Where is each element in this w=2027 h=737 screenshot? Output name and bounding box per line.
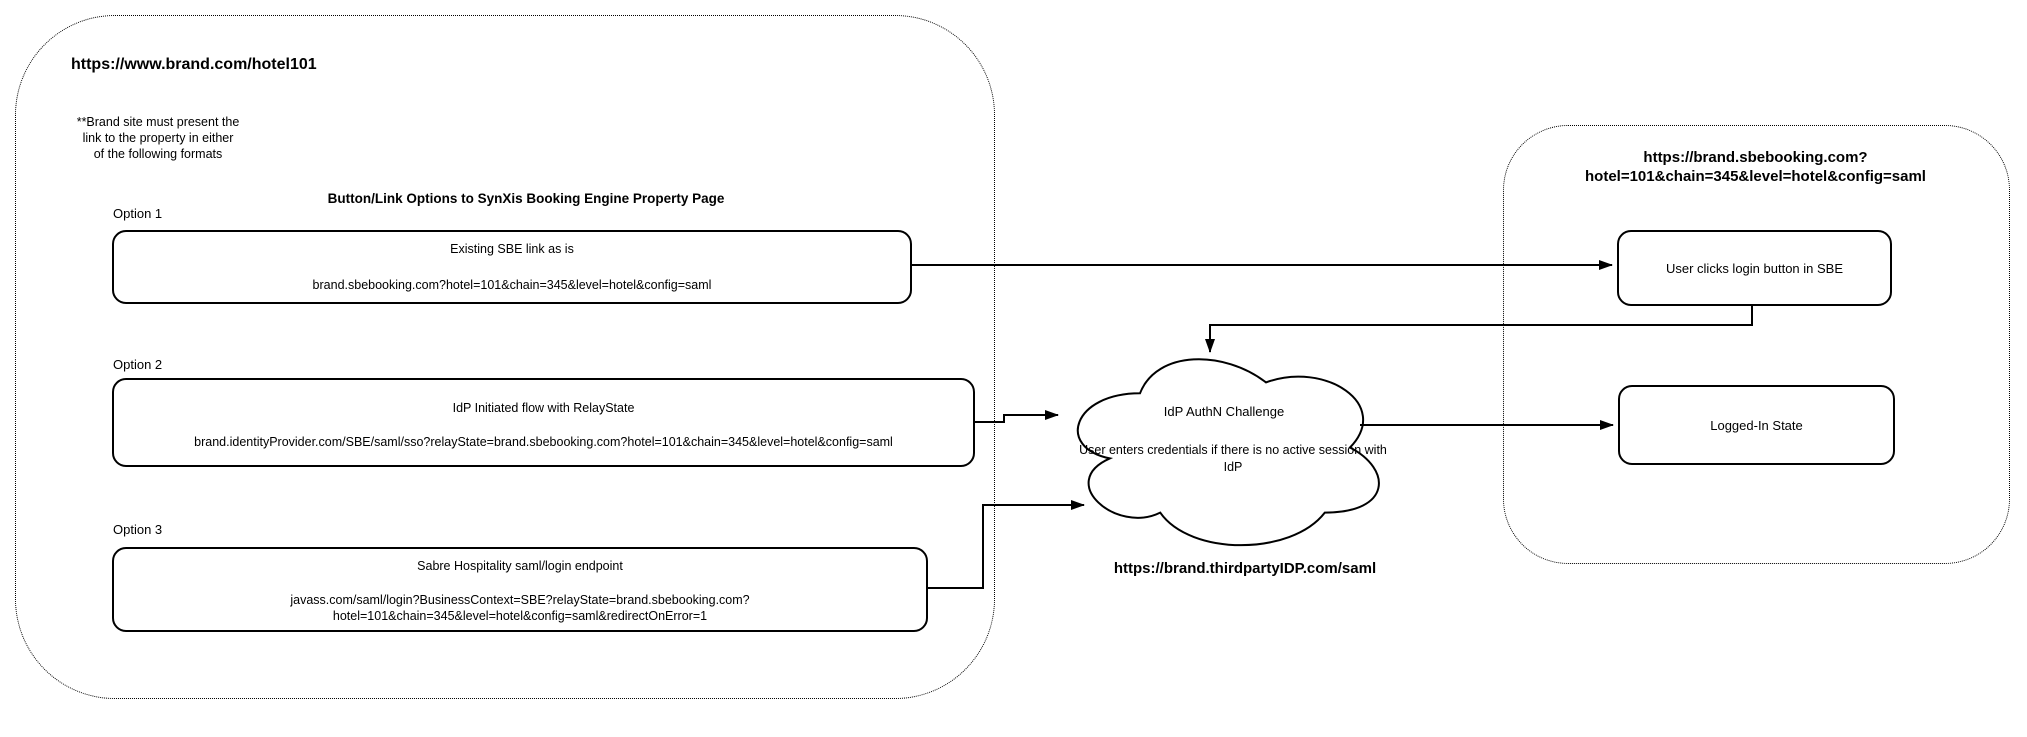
idp-cloud-subtitle-line-2: IdP (1223, 460, 1243, 474)
brand-site-note: **Brand site must present the link to th… (48, 114, 268, 162)
option2-url: brand.identityProvider.com/SBE/saml/sso?… (194, 435, 893, 449)
logged-in-state-box: Logged-In State (1618, 385, 1895, 465)
idp-cloud-title: IdP AuthN Challenge (1163, 404, 1285, 419)
option3-box: Sabre Hospitality saml/login endpoint ja… (112, 547, 928, 632)
option3-url-line-1: javass.com/saml/login?BusinessContext=SB… (290, 593, 750, 607)
idp-cloud-subtitle: User enters credentials if there is no a… (1033, 442, 1433, 476)
sbe-booking-container (1503, 125, 2010, 564)
sbe-booking-url: https://brand.sbebooking.com? hotel=101&… (1503, 148, 2008, 186)
option1-url: brand.sbebooking.com?hotel=101&chain=345… (312, 278, 712, 292)
sbe-booking-url-line-1: https://brand.sbebooking.com? (1643, 149, 1868, 166)
logged-in-state-label: Logged-In State (1710, 417, 1803, 433)
option2-box: IdP Initiated flow with RelayState brand… (112, 378, 975, 467)
idp-cloud-subtitle-line-1: User enters credentials if there is no a… (1079, 443, 1387, 457)
note-line-2: link to the property in either (82, 131, 234, 145)
sbe-login-box: User clicks login button in SBE (1617, 230, 1892, 306)
option3-title: Sabre Hospitality saml/login endpoint (417, 559, 623, 573)
sbe-login-box-label: User clicks login button in SBE (1665, 260, 1844, 276)
sbe-booking-url-line-2: hotel=101&chain=345&level=hotel&config=s… (1585, 168, 1926, 185)
option2-label: Option 2 (113, 357, 163, 372)
option1-title: Existing SBE link as is (450, 242, 574, 256)
section-title: Button/Link Options to SynXis Booking En… (327, 191, 725, 206)
option3-url: javass.com/saml/login?BusinessContext=SB… (114, 592, 926, 624)
brand-site-container (15, 15, 995, 699)
note-line-3: of the following formats (93, 147, 223, 161)
brand-site-url: https://www.brand.com/hotel101 (71, 56, 317, 73)
note-line-1: **Brand site must present the (76, 115, 240, 129)
thirdparty-idp-url: https://brand.thirdpartyIDP.com/saml (1113, 560, 1377, 577)
option3-url-line-2: hotel=101&chain=345&level=hotel&config=s… (332, 609, 708, 623)
option1-box: Existing SBE link as is brand.sbebooking… (112, 230, 912, 304)
option3-label: Option 3 (113, 522, 163, 537)
option2-title: IdP Initiated flow with RelayState (452, 401, 635, 415)
option1-label: Option 1 (113, 206, 163, 221)
